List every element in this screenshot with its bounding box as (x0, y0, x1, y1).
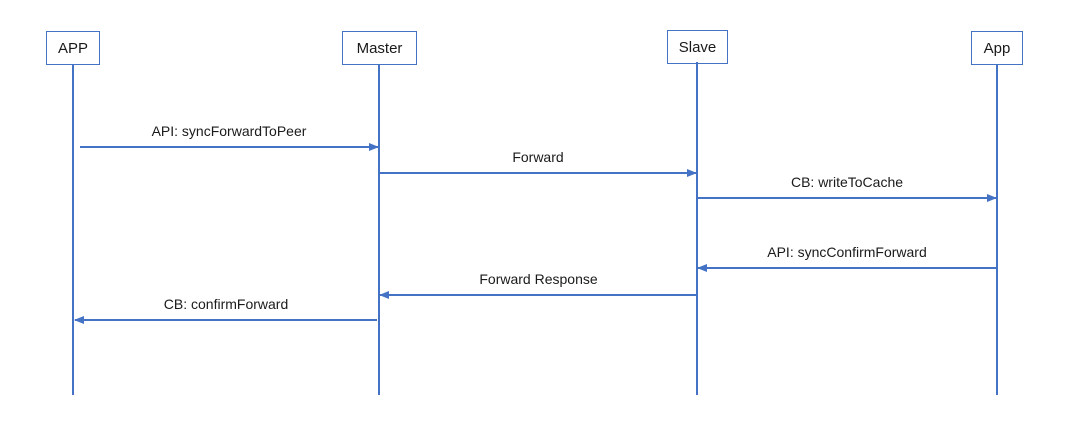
actor-label-master: Master (356, 39, 403, 57)
message-label: Forward Response (479, 271, 598, 287)
message-label: API: syncForwardToPeer (151, 123, 307, 139)
message-line (80, 146, 378, 148)
message-line (75, 319, 377, 321)
actor-box-app-caller: APP (46, 31, 100, 65)
arrowhead-left-icon (697, 263, 707, 272)
arrowhead-left-icon (74, 315, 84, 324)
message-label: API: syncConfirmForward (767, 244, 927, 260)
lifeline-app-peer (996, 65, 998, 395)
arrowhead-right-icon (687, 168, 697, 177)
message-line (380, 294, 697, 296)
actor-box-master: Master (342, 31, 417, 65)
lifeline-master (378, 65, 380, 395)
message-line (380, 172, 696, 174)
arrowhead-right-icon (369, 142, 379, 151)
actor-box-app-peer: App (971, 31, 1023, 65)
message-label: Forward (512, 149, 564, 165)
actor-label-app-peer: App (983, 39, 1011, 57)
message-line (698, 267, 996, 269)
actor-box-slave: Slave (667, 30, 728, 64)
lifeline-app-caller (72, 65, 74, 395)
arrowhead-left-icon (379, 290, 389, 299)
arrowhead-right-icon (987, 193, 997, 202)
message-label: CB: confirmForward (163, 296, 289, 312)
lifeline-slave (696, 62, 698, 395)
actor-label-slave: Slave (678, 38, 717, 56)
message-label: CB: writeToCache (790, 174, 904, 190)
message-line (698, 197, 996, 199)
actor-label-app-caller: APP (57, 39, 88, 57)
